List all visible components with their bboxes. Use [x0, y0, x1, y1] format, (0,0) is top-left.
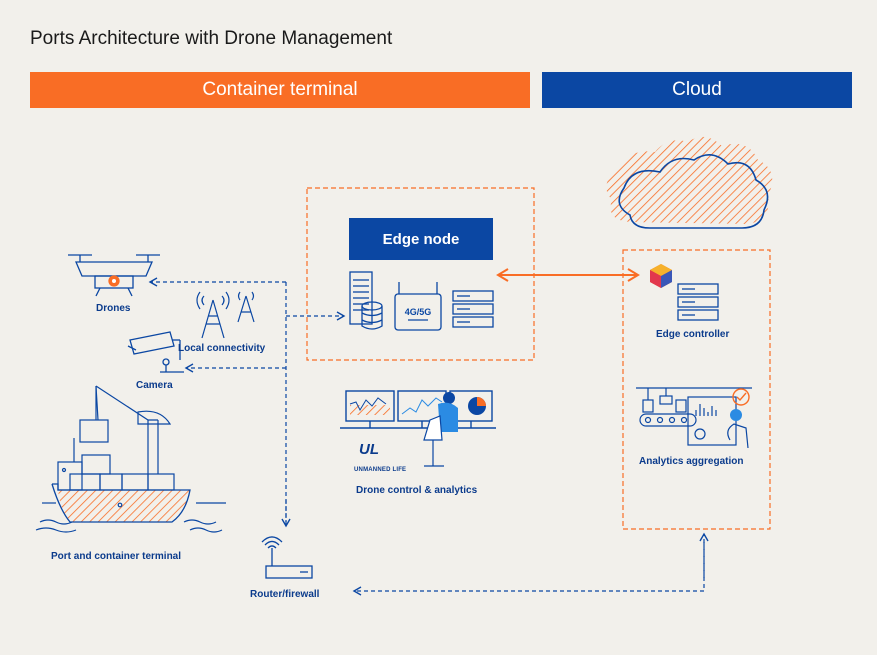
local-connectivity-label: Local connectivity: [178, 343, 266, 354]
router-cloud-connector: [352, 542, 705, 596]
camera-icon: [127, 331, 184, 373]
cloud-services-boundary: [622, 249, 771, 530]
camera-label: Camera: [136, 380, 173, 391]
cell-tower-icon: [196, 291, 255, 339]
drone-icon: [68, 254, 160, 297]
edge-controller-server-icon: [677, 283, 719, 321]
router-firewall-label: Router/firewall: [250, 589, 320, 600]
unmanned-life-logo: UL UNMANNED LIFE: [354, 441, 406, 476]
server-stack-icon: [452, 290, 494, 328]
network-badge: 4G/5G: [405, 307, 432, 317]
router-icon: [261, 536, 313, 579]
page-title: Ports Architecture with Drone Management: [30, 28, 393, 49]
drones-label: Drones: [96, 303, 131, 314]
container-terminal-banner: Container terminal: [30, 72, 530, 108]
logo-text: UNMANNED LIFE: [354, 467, 407, 473]
logo-mark: UL: [359, 441, 379, 458]
cloud-banner: Cloud: [542, 72, 852, 108]
operator-workstation-icon: [340, 390, 496, 467]
analytics-aggregation-label: Analytics aggregation: [639, 456, 744, 467]
drone-control-label: Drone control & analytics: [356, 485, 478, 496]
analytics-aggregation-icon: [636, 387, 752, 449]
cloud-icon: [606, 136, 773, 229]
ship-and-crane-icon: [35, 385, 226, 533]
edge-controller-logo-icon: [650, 264, 672, 288]
server-rack-icon: [349, 271, 383, 330]
modem-icon: [394, 282, 442, 331]
edge-controller-label: Edge controller: [656, 329, 730, 340]
port-terminal-label: Port and container terminal: [51, 551, 182, 562]
connector-lines: [148, 277, 705, 596]
edge-node-title: Edge node: [349, 218, 493, 260]
